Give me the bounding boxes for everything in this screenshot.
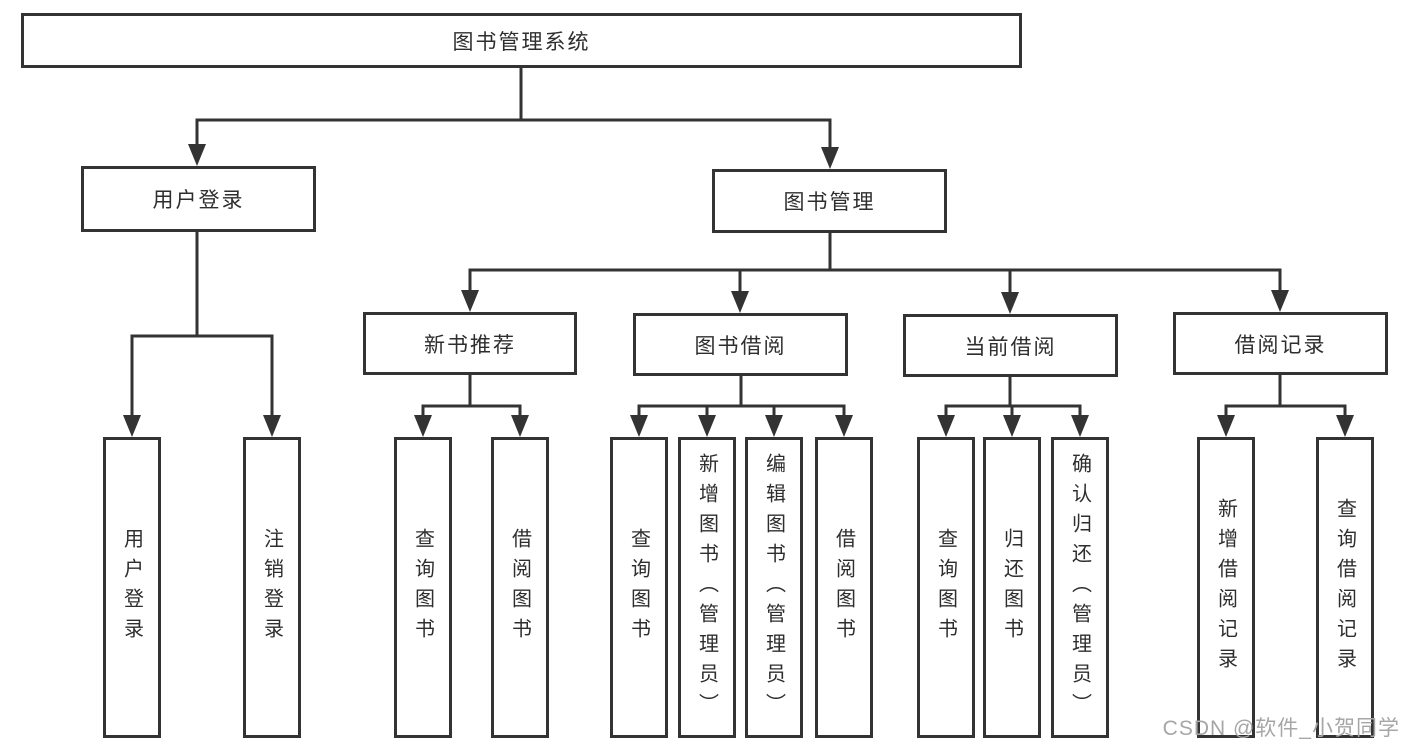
arrowhead [1003,415,1021,437]
node-label: 图书管理系统 [452,30,591,54]
node-book-management: 图书管理 [712,169,947,233]
arrowhead [123,415,141,437]
edge-userlogin-to-leaves [130,232,274,433]
leaf-borrow-book-under-recommend: 借阅图书 [491,437,549,738]
arrowhead [937,415,955,437]
edge-bookborrow-to-leaves [637,376,846,433]
edge-bookmgmt-to-level3 [468,233,1282,310]
leaf-label: 借阅图书 [832,527,855,648]
leaf-borrow-book-under-borrow: 借阅图书 [815,437,873,738]
leaf-query-book-under-current: 查询图书 [917,437,975,738]
leaf-add-borrow-record: 新增借阅记录 [1197,437,1255,738]
leaf-label: 查询图书 [627,527,650,648]
arrowhead [1271,290,1289,312]
arrowhead [630,415,648,437]
node-book-borrow: 图书借阅 [633,313,848,376]
node-label: 新书推荐 [424,333,516,357]
node-current-borrow: 当前借阅 [903,314,1118,377]
leaf-label: 查询图书 [411,527,434,648]
node-user-login: 用户登录 [81,166,316,232]
node-new-book-recommend: 新书推荐 [363,312,577,375]
node-label: 图书借阅 [694,334,787,358]
arrowhead [461,290,479,312]
arrowhead [821,147,839,169]
arrowhead [765,415,783,437]
node-label: 借阅记录 [1234,333,1327,357]
leaf-label: 查询借阅记录 [1333,497,1356,678]
arrowhead [1071,415,1089,437]
leaf-label: 确认归还（管理员） [1068,452,1091,723]
arrowhead [414,415,432,437]
edge-currentborrow-to-leaves [944,377,1082,433]
node-borrow-record: 借阅记录 [1173,312,1388,375]
arrowhead [731,291,749,313]
leaf-label: 借阅图书 [508,527,531,648]
leaf-label: 注销登录 [260,527,283,648]
arrowhead [511,415,529,437]
leaf-label: 新增借阅记录 [1214,497,1237,678]
leaf-confirm-return-admin: 确认归还（管理员） [1051,437,1109,738]
leaf-logout-login: 注销登录 [243,437,301,738]
node-label: 图书管理 [783,191,876,214]
leaf-user-login: 用户登录 [103,437,161,738]
node-label: 用户登录 [152,189,245,212]
leaf-label: 新增图书（管理员） [695,452,718,723]
leaf-query-book-under-borrow: 查询图书 [610,437,668,738]
leaf-label: 用户登录 [120,527,143,648]
leaf-query-book-under-recommend: 查询图书 [394,437,452,738]
leaf-label: 编辑图书（管理员） [762,452,785,723]
leaf-label: 归还图书 [1000,527,1023,648]
arrowhead [1336,415,1354,437]
leaf-edit-book-admin: 编辑图书（管理员） [745,437,803,738]
leaf-label: 查询图书 [934,527,957,648]
leaf-query-borrow-record: 查询借阅记录 [1316,437,1374,738]
watermark-text: CSDN @软件_小贺同学 [1162,717,1400,740]
node-root-library-system: 图书管理系统 [21,13,1022,68]
leaf-return-book: 归还图书 [983,437,1041,738]
arrowhead [1001,292,1019,314]
edge-root-to-level2 [195,67,832,165]
edge-newbookrec-to-leaves [421,375,522,433]
arrowhead [188,144,206,166]
arrowhead [698,415,716,437]
node-label: 当前借阅 [964,335,1057,359]
edge-borrowrecord-to-leaves [1224,375,1347,433]
leaf-add-book-admin: 新增图书（管理员） [678,437,736,738]
arrowhead [835,415,853,437]
arrowhead [263,415,281,437]
arrowhead [1217,415,1235,437]
